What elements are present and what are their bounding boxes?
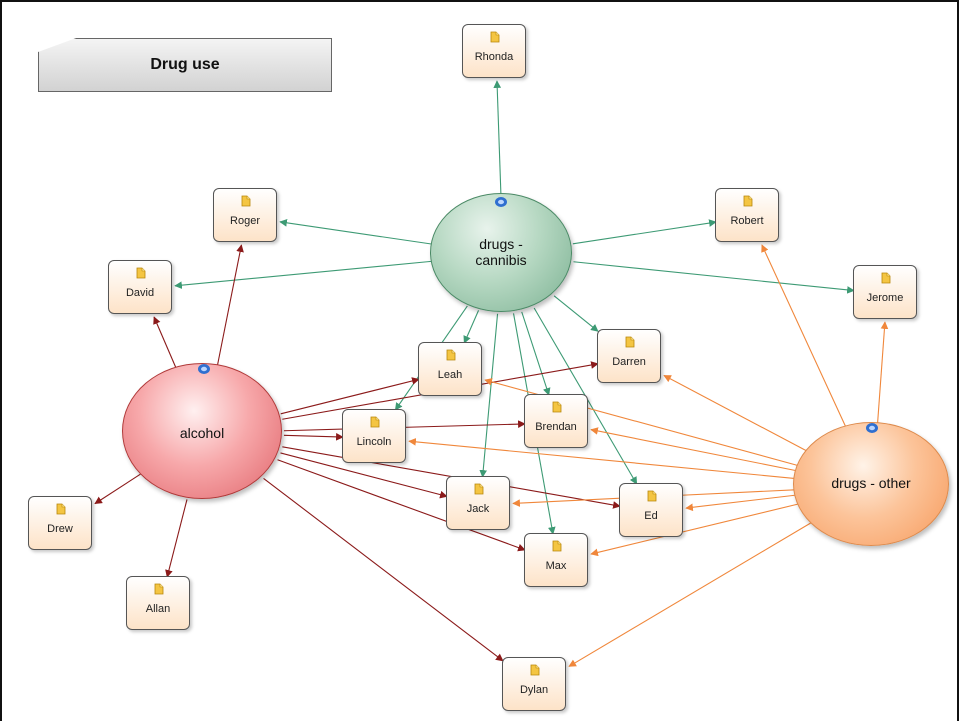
- node-label: Darren: [612, 356, 646, 368]
- edge-other-to-max: [590, 503, 799, 557]
- node-ed[interactable]: Ed: [619, 483, 683, 537]
- hub-alcohol[interactable]: alcohol: [122, 363, 282, 499]
- edge-cannibis-to-david: [174, 260, 433, 290]
- edge-cannibis-to-rhonda: [493, 80, 502, 196]
- node-rhonda[interactable]: Rhonda: [462, 24, 526, 78]
- edge-alcohol-to-dylan: [263, 477, 504, 662]
- node-label: Rhonda: [474, 51, 514, 63]
- edge-alcohol-to-allan: [165, 499, 188, 578]
- node-label: Drew: [47, 523, 73, 535]
- node-label: Roger: [230, 215, 260, 227]
- edge-other-to-lincoln: [408, 438, 796, 480]
- edge-alcohol-to-david: [153, 316, 178, 370]
- node-brendan[interactable]: Brendan: [524, 394, 588, 448]
- document-icon: [446, 349, 456, 361]
- link-icon: [866, 423, 878, 433]
- node-roger[interactable]: Roger: [213, 188, 277, 242]
- document-icon: [241, 195, 251, 207]
- document-icon: [625, 336, 635, 348]
- edge-other-to-jerome: [876, 321, 889, 425]
- edge-cannibis-to-robert: [572, 219, 717, 245]
- edge-alcohol-to-roger: [216, 244, 244, 367]
- edge-cannibis-to-roger: [279, 219, 434, 245]
- edge-cannibis-to-leah: [463, 310, 480, 344]
- link-icon: [495, 197, 507, 207]
- document-icon: [530, 664, 540, 676]
- document-icon: [647, 490, 657, 502]
- edge-cannibis-to-brendan: [521, 311, 551, 396]
- node-darren[interactable]: Darren: [597, 329, 661, 383]
- node-label: Ed: [644, 510, 658, 522]
- diagram-title-box: Drug use: [38, 38, 332, 92]
- edge-other-to-brendan: [590, 427, 798, 472]
- document-icon: [490, 31, 500, 43]
- node-label: David: [125, 287, 155, 299]
- node-label: Leah: [437, 369, 463, 381]
- node-dylan[interactable]: Dylan: [502, 657, 566, 711]
- edge-alcohol-to-lincoln: [283, 432, 344, 441]
- node-lincoln[interactable]: Lincoln: [342, 409, 406, 463]
- node-david[interactable]: David: [108, 260, 172, 314]
- document-icon: [136, 267, 146, 279]
- edge-cannibis-to-jerome: [573, 261, 855, 294]
- node-jerome[interactable]: Jerome: [853, 265, 917, 319]
- edge-other-to-robert: [761, 244, 847, 429]
- edge-other-to-dylan: [568, 522, 811, 667]
- hub-label: alcohol: [179, 425, 225, 441]
- node-label: Brendan: [535, 421, 577, 433]
- edge-alcohol-to-leah: [280, 377, 420, 415]
- edge-other-to-darren: [663, 374, 809, 453]
- edge-alcohol-to-drew: [94, 473, 141, 505]
- edge-cannibis-to-jack: [479, 313, 499, 478]
- edge-other-to-ed: [685, 494, 796, 512]
- node-jack[interactable]: Jack: [446, 476, 510, 530]
- node-robert[interactable]: Robert: [715, 188, 779, 242]
- node-label: Max: [545, 560, 567, 572]
- document-icon: [154, 583, 164, 595]
- node-label: Lincoln: [356, 436, 392, 448]
- hub-label-line1: drugs -: [479, 236, 523, 252]
- document-icon: [881, 272, 891, 284]
- node-label: Jerome: [866, 292, 904, 304]
- node-label: Robert: [730, 215, 764, 227]
- link-icon: [198, 364, 210, 374]
- hub-label-line2: cannibis: [475, 252, 527, 268]
- node-label: Allan: [145, 603, 171, 615]
- document-icon: [56, 503, 66, 515]
- document-icon: [370, 416, 380, 428]
- diagram-title: Drug use: [150, 56, 220, 73]
- node-allan[interactable]: Allan: [126, 576, 190, 630]
- node-max[interactable]: Max: [524, 533, 588, 587]
- hub-label: drugs - other: [831, 475, 911, 491]
- document-icon: [552, 401, 562, 413]
- document-icon: [743, 195, 753, 207]
- node-leah[interactable]: Leah: [418, 342, 482, 396]
- document-icon: [474, 483, 484, 495]
- edge-cannibis-to-darren: [553, 295, 599, 332]
- node-label: Dylan: [519, 684, 549, 696]
- document-icon: [552, 540, 562, 552]
- node-drew[interactable]: Drew: [28, 496, 92, 550]
- hub-drugs-cannibis[interactable]: drugs -cannibis: [430, 193, 572, 312]
- edge-alcohol-to-jack: [280, 452, 448, 499]
- node-label: Jack: [466, 503, 490, 515]
- edge-alcohol-to-max: [277, 459, 526, 552]
- hub-drugs-other[interactable]: drugs - other: [793, 422, 949, 546]
